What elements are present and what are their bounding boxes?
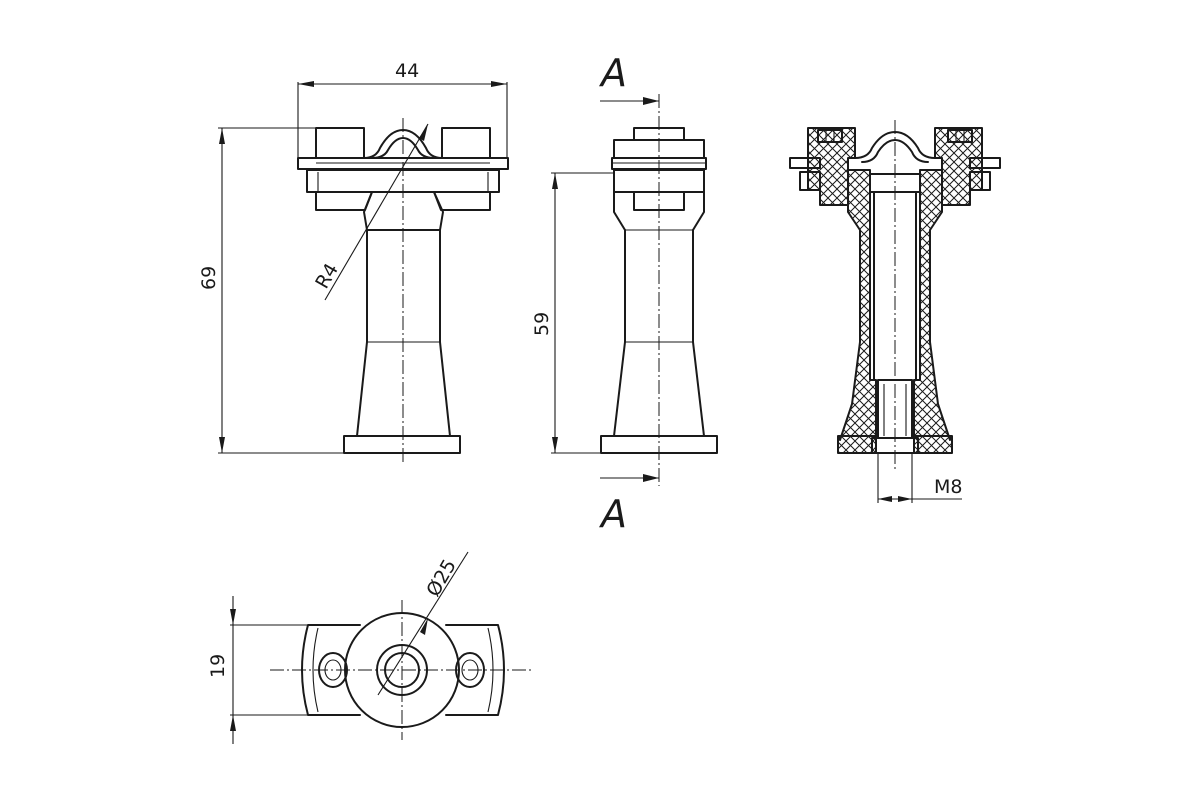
- thread-label: M8: [934, 476, 962, 498]
- dim-thread: M8: [877, 453, 962, 503]
- section-marker-top: A: [598, 51, 659, 105]
- height-section-label: 59: [531, 312, 553, 336]
- radius-label: R4: [311, 260, 343, 293]
- section-label-bottom: A: [598, 492, 627, 536]
- dim-height-section: 59: [531, 172, 614, 454]
- dim-width: 44: [297, 60, 508, 158]
- top-view: [270, 600, 534, 740]
- section-marker-bottom: A: [598, 474, 659, 536]
- dim-base-width: 19: [207, 596, 308, 744]
- front-view: [297, 118, 509, 464]
- section-label-top: A: [598, 51, 627, 95]
- section-view: [789, 120, 1001, 470]
- dim-height-total: 69: [198, 127, 344, 454]
- height-total-label: 69: [198, 266, 220, 290]
- side-view: [600, 94, 718, 486]
- dim-radius: R4: [311, 123, 429, 301]
- diameter-label: Ø25: [422, 556, 461, 601]
- base-width-label: 19: [207, 654, 229, 678]
- dim-diameter: Ø25: [377, 551, 469, 696]
- width-label: 44: [395, 60, 419, 82]
